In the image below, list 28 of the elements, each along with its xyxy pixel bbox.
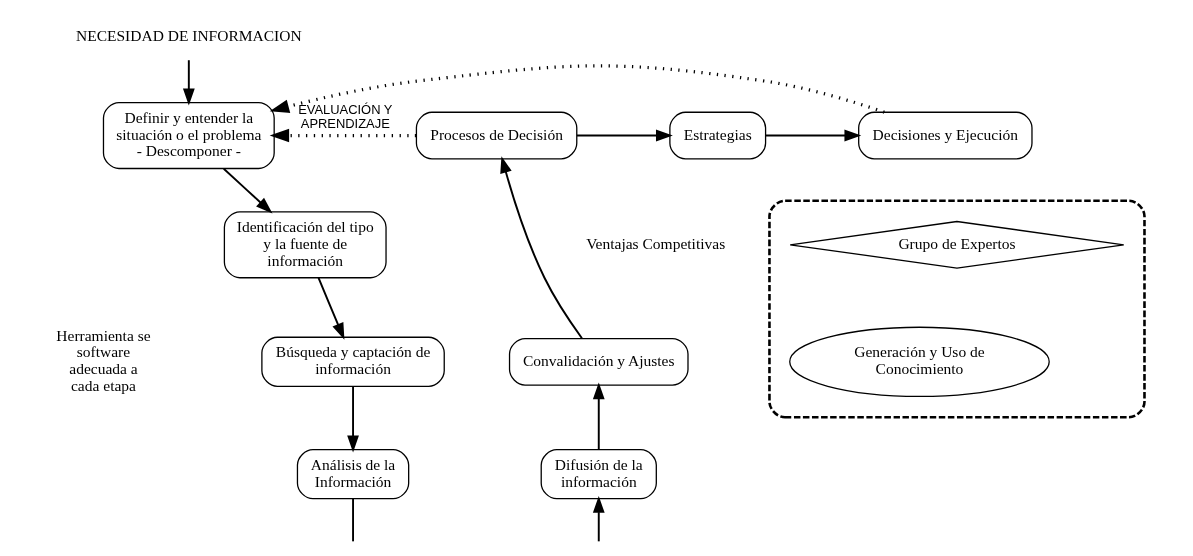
arrow <box>575 129 673 142</box>
label: Herramienta se software adecuada a cada etapa <box>56 326 151 395</box>
node-box: Difusión de la información <box>540 448 657 500</box>
connector <box>352 497 355 543</box>
arrow <box>347 385 359 453</box>
arrow <box>317 276 345 340</box>
node-diamond: Grupo de Expertos <box>789 220 1125 269</box>
node-ellipse: Generación y Uso de Conocimiento <box>789 326 1050 398</box>
arrow <box>592 495 605 543</box>
node-box: Definir y entender la situación o el problema - Descomponer - <box>102 101 275 170</box>
edge-label: EVALUACIÓN Y APRENDIZAJE <box>298 101 393 131</box>
label: Ventajas Competitivas <box>586 234 726 252</box>
arrow <box>269 128 417 143</box>
node-box: Búsqueda y captación de información <box>261 336 445 388</box>
arrow <box>764 129 862 142</box>
node-box: Decisiones y Ejecución <box>858 111 1033 160</box>
arrow <box>592 382 605 451</box>
arrow <box>500 156 583 340</box>
node-text: NECESIDAD DE INFORMACION <box>76 26 302 44</box>
node-box: Estrategias <box>669 111 767 160</box>
arrow <box>269 64 885 114</box>
arrow <box>222 167 273 214</box>
cluster <box>768 199 1146 419</box>
node-box: Procesos de Decisión <box>415 111 578 160</box>
node-box: Identificación del tipo y la fuente de información <box>223 211 387 279</box>
node-box: Convalidación y Ajustes <box>508 337 689 386</box>
arrow <box>182 59 195 106</box>
node-box: Análisis de la Información <box>296 448 410 500</box>
